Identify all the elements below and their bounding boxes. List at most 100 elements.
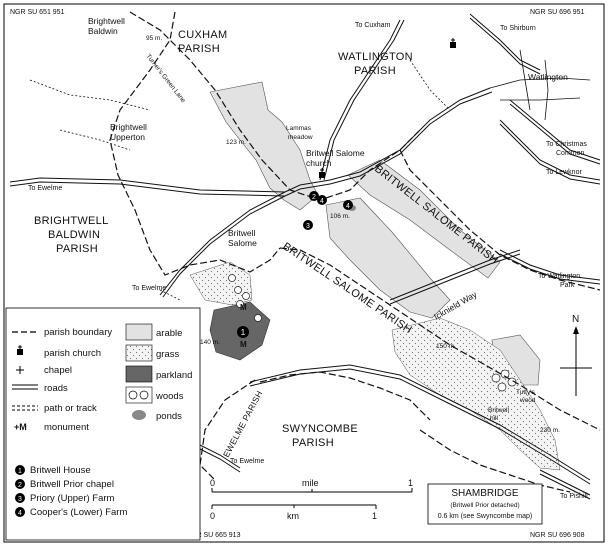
legend-monument-symbol: +M <box>14 422 27 432</box>
marker-3: 3 <box>306 223 310 230</box>
contour-150: 150 m. <box>436 343 456 350</box>
legend-grass: grass <box>156 349 179 360</box>
contour-95: 95 m. <box>146 35 162 42</box>
watlington-streets <box>489 49 591 121</box>
legend-arable: arable <box>156 328 182 339</box>
road-shirburn: To Shirburn <box>500 25 536 32</box>
key-1-label: Britwell House <box>30 465 91 476</box>
ngr-bottom-right: NGR SU 696 908 <box>530 532 585 539</box>
scale-mile-1: 1 <box>408 478 413 488</box>
place-church-1: Britwell Salome <box>306 148 365 158</box>
road-pishill: To Pishill <box>560 493 588 500</box>
north-arrow: N <box>560 314 592 396</box>
parish-brightwell-1: BRIGHTWELL <box>34 215 109 227</box>
woods-tuttys <box>491 369 517 392</box>
map-frame <box>3 3 605 543</box>
parish-swyncombe-1: SWYNCOMBE <box>282 423 358 435</box>
key-1-num: 1 <box>18 468 22 475</box>
marker-2: 2 <box>312 194 316 201</box>
arable-field-north <box>209 81 319 211</box>
marker-group: 4 2 3 4 1 M M <box>237 191 353 349</box>
roads <box>9 13 601 500</box>
parish-brightwell-3: PARISH <box>56 243 98 255</box>
place-brightwell-baldwin-1: Brightwell <box>88 16 125 26</box>
road-lewknor: To Lewknor <box>546 169 582 176</box>
scale-mile-0: 0 <box>210 478 215 488</box>
legend-woods-tree1 <box>128 390 138 400</box>
road-ewelme-south: To Ewelme <box>230 458 264 465</box>
road-cuxham: To Cuxham <box>355 22 391 29</box>
woods-britwell-house <box>228 274 262 322</box>
marker-4b: 4 <box>346 203 350 210</box>
place-church-2: church <box>306 158 332 168</box>
contour-106: 106 m. <box>330 213 350 220</box>
legend-ponds: ponds <box>156 411 182 422</box>
shambridge-line1: (Britwell Prior detached) <box>450 502 519 509</box>
legend-grass-swatch <box>125 344 153 362</box>
shambridge-box <box>427 483 543 525</box>
legend-woods-tree2 <box>139 390 149 400</box>
legend-path: path or track <box>44 403 97 414</box>
contour-140: 140 m. <box>200 339 220 346</box>
grass-field-west <box>189 261 253 306</box>
ngr-top-right: NGR SU 696 951 <box>530 9 585 16</box>
marker-1-circle <box>237 326 249 338</box>
place-upperton-2: Upperton <box>110 132 145 142</box>
parish-cuxham-1: CUXHAM <box>178 29 227 41</box>
road-turners: Turner's Green Lane <box>144 53 186 105</box>
place-lammas-2: meadow <box>288 134 313 141</box>
north-label: N <box>572 314 579 325</box>
monument-m-2: M <box>240 340 247 349</box>
shambridge-title: SHAMBRIDGE <box>451 488 519 499</box>
grass-field-hill <box>391 317 561 471</box>
contour-230: 230 m. <box>540 427 560 434</box>
watlington-church-marker <box>450 38 456 48</box>
marker-2-circle <box>309 191 319 201</box>
church-marker <box>319 168 325 178</box>
key-3-num: 3 <box>18 496 22 503</box>
legend-ponds-swatch <box>132 410 146 420</box>
shambridge-line2: 0.6 km (see Swyncombe map) <box>438 513 533 520</box>
marker-3-circle <box>303 220 313 230</box>
monument-m-1: M <box>240 303 247 312</box>
scale-km-label: km <box>287 511 299 521</box>
place-brightwell-baldwin-2: Baldwin <box>88 26 118 36</box>
legend-parish-church: parish church <box>44 348 101 359</box>
key-3-label: Priory (Upper) Farm <box>30 493 115 504</box>
place-lammas-1: Lammas <box>286 125 312 132</box>
parish-watlington-2: PARISH <box>354 65 396 77</box>
road-christmas-2: Common <box>556 150 585 157</box>
contour-123: 123 m. <box>226 139 246 146</box>
scale-mile-label: mile <box>302 478 319 488</box>
parish-ewelme: EWELME PARISH <box>221 389 265 459</box>
numbered-key: 1 2 3 4 <box>15 465 25 517</box>
scale-km-0: 0 <box>210 511 215 521</box>
marker-4-circle <box>317 195 327 205</box>
place-watlington: Watlington <box>528 72 568 82</box>
road-ewelme-west: To Ewelme <box>28 185 62 192</box>
legend-woods: woods <box>155 391 184 402</box>
road-watlington-park-1: To Watlington <box>538 273 580 280</box>
marker-4b-circle <box>343 200 353 210</box>
paths <box>29 59 451 301</box>
arable-field-east <box>347 159 501 279</box>
place-britwell-hill-2: hill <box>490 415 499 422</box>
legend-symbols <box>12 331 38 411</box>
legend-monument: monument <box>44 422 89 433</box>
marker-4: 4 <box>320 198 324 205</box>
parish-watlington-1: WATLINGTON <box>338 51 413 63</box>
ngr-top-left: NGR SU 651 951 <box>10 9 65 16</box>
legend-parish-boundary: parish boundary <box>44 327 112 338</box>
key-4-label: Cooper's (Lower) Farm <box>30 507 127 518</box>
key-4-num: 4 <box>18 510 22 517</box>
parish-boundaries <box>109 11 601 493</box>
road-ewelme-southwest: To Ewelme <box>132 285 166 292</box>
place-britwell-hill-1: Britwell <box>488 407 510 414</box>
legend-arable-swatch <box>125 323 153 341</box>
parish-swyncombe-2: PARISH <box>292 437 334 449</box>
place-britwell-salome-2: Salome <box>228 238 257 248</box>
scale-bar <box>211 488 413 509</box>
key-2-num: 2 <box>18 482 22 489</box>
